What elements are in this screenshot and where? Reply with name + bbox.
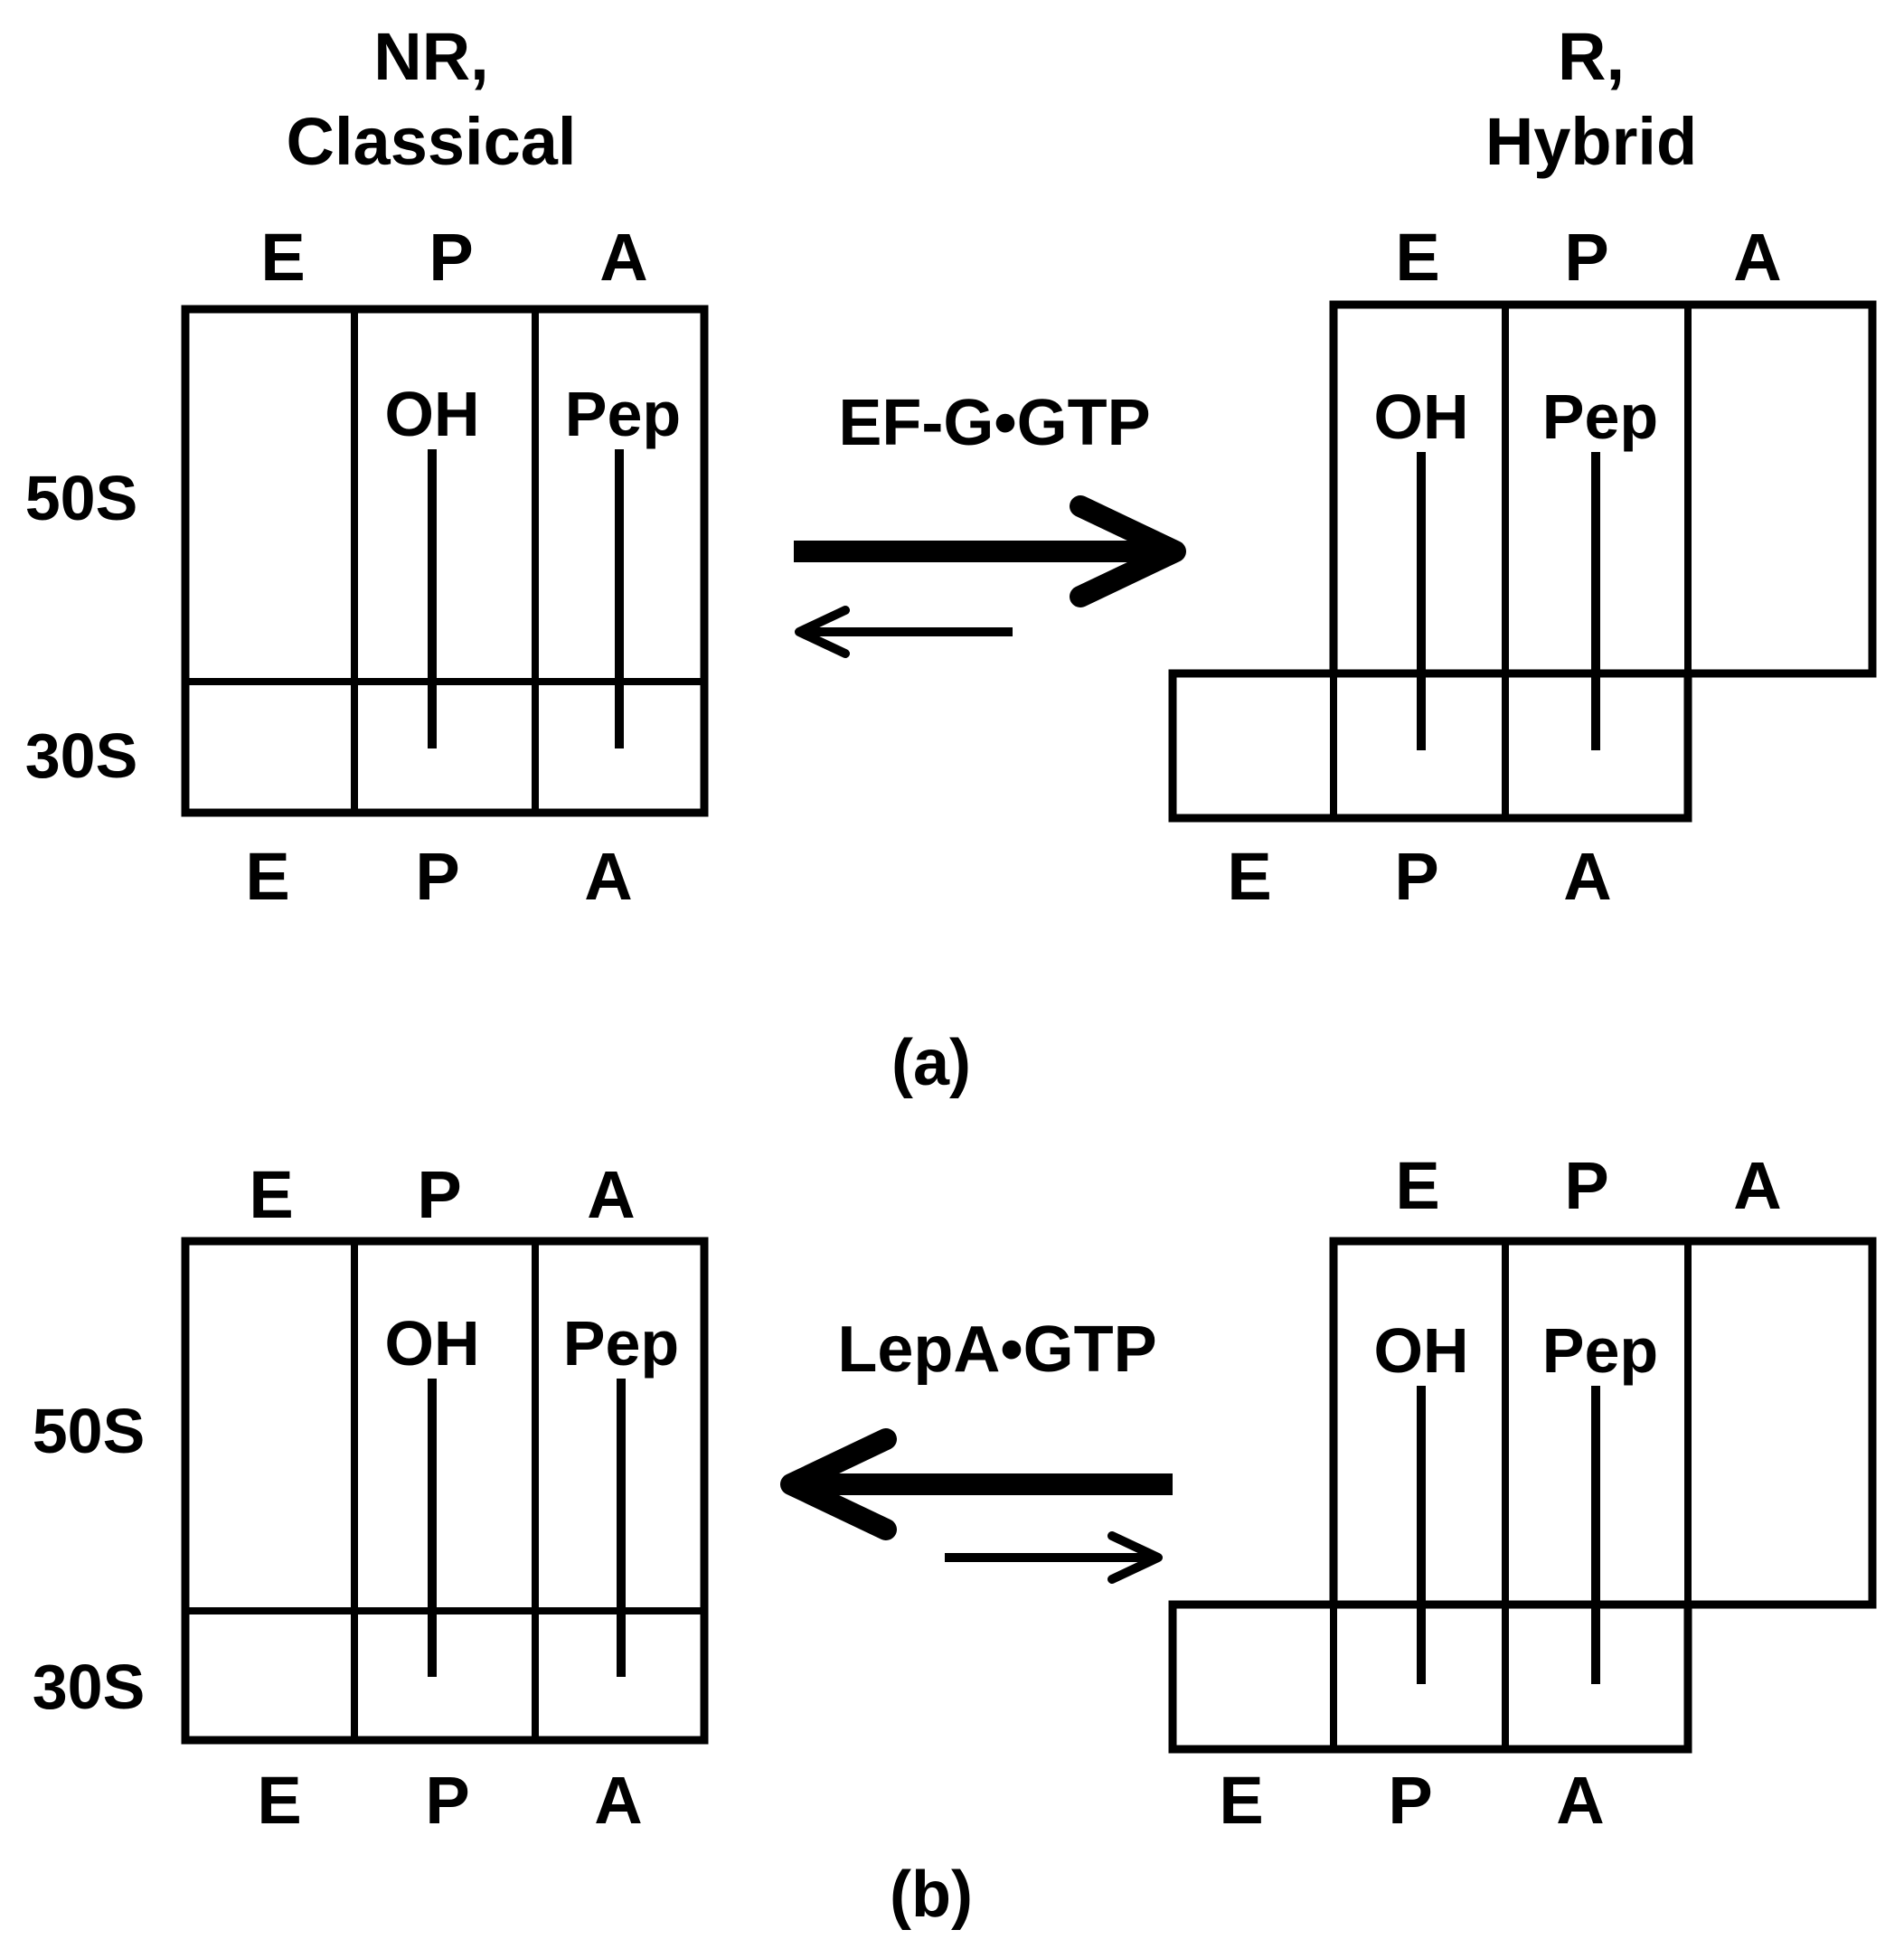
panel-label-a: (a) xyxy=(891,1027,971,1099)
trna-a-label: Pep xyxy=(1542,1315,1658,1386)
site-label-30s-e: E xyxy=(1219,1763,1263,1838)
subunit-50s-label: 50S xyxy=(33,1396,146,1466)
forward-arrow-bold xyxy=(794,495,1186,607)
ribosome-hybrid-b: E P A OH Pep E P A xyxy=(1168,1148,1877,1838)
site-label-50s-a: A xyxy=(587,1157,635,1232)
site-label-50s-p: P xyxy=(429,220,473,295)
subunit-30s-label: 30S xyxy=(25,720,138,791)
reverse-arrow-bold xyxy=(780,1428,1173,1540)
ribosome-hybrid-a: E P A OH Pep E P A xyxy=(1168,220,1877,914)
site-label-30s-a: A xyxy=(594,1763,642,1838)
trna-p-label: OH xyxy=(1374,381,1469,452)
ribosome-outline xyxy=(181,305,709,817)
site-label-30s-a: A xyxy=(1563,839,1611,914)
reverse-arrow-thin xyxy=(795,606,1013,658)
header-right-line2: Hybrid xyxy=(1485,104,1697,179)
site-label-30s-e: E xyxy=(257,1763,301,1838)
site-label-30s-p: P xyxy=(1394,839,1438,914)
trna-a-label: Pep xyxy=(563,1308,679,1379)
site-label-50s-e: E xyxy=(1395,1148,1439,1223)
small-subunit-outline xyxy=(1168,1600,1692,1754)
panel-label-b: (b) xyxy=(890,1859,973,1931)
site-label-50s-a: A xyxy=(1733,220,1781,295)
factor-label: LepA•GTP xyxy=(837,1313,1156,1386)
site-label-30s-e: E xyxy=(1227,839,1271,914)
site-label-30s-p: P xyxy=(415,839,459,914)
header-right-line1: R, xyxy=(1558,19,1625,94)
site-label-50s-e: E xyxy=(260,220,305,295)
panel-a: E P A OH Pep 50S 30S E P A EF-G•GTP xyxy=(25,220,1877,1099)
site-label-50s-e: E xyxy=(249,1157,293,1232)
small-subunit-outline xyxy=(1168,669,1692,823)
site-label-30s-a: A xyxy=(1556,1763,1604,1838)
header-left-line1: NR, xyxy=(373,19,488,94)
ribosome-outline xyxy=(181,1237,709,1745)
trna-p-label: OH xyxy=(1374,1315,1469,1386)
factor-label: EF-G•GTP xyxy=(838,387,1150,459)
trna-a-label: Pep xyxy=(1542,381,1658,452)
ribosome-classical-a: E P A OH Pep 50S 30S E P A xyxy=(25,220,709,914)
site-label-50s-p: P xyxy=(417,1157,461,1232)
large-subunit-outline xyxy=(1329,300,1877,678)
forward-arrow-thin xyxy=(945,1531,1163,1584)
large-subunit-outline xyxy=(1329,1237,1877,1609)
site-label-50s-p: P xyxy=(1564,220,1608,295)
site-label-30s-a: A xyxy=(584,839,632,914)
trna-a-label: Pep xyxy=(565,379,681,449)
site-label-50s-a: A xyxy=(1733,1148,1781,1223)
subunit-30s-label: 30S xyxy=(33,1652,146,1722)
site-label-30s-p: P xyxy=(425,1763,469,1838)
trna-p-label: OH xyxy=(385,379,480,449)
site-label-30s-p: P xyxy=(1388,1763,1432,1838)
ribosome-classical-b: E P A OH Pep 50S 30S E P A xyxy=(33,1157,709,1838)
subunit-50s-label: 50S xyxy=(25,463,138,533)
site-label-50s-p: P xyxy=(1564,1148,1608,1223)
panel-b: E P A OH Pep 50S 30S E P A LepA•GTP xyxy=(33,1148,1877,1931)
site-label-50s-a: A xyxy=(599,220,647,295)
site-label-50s-e: E xyxy=(1395,220,1439,295)
trna-p-label: OH xyxy=(385,1308,480,1379)
site-label-30s-e: E xyxy=(245,839,289,914)
header-left-line2: Classical xyxy=(287,104,577,179)
